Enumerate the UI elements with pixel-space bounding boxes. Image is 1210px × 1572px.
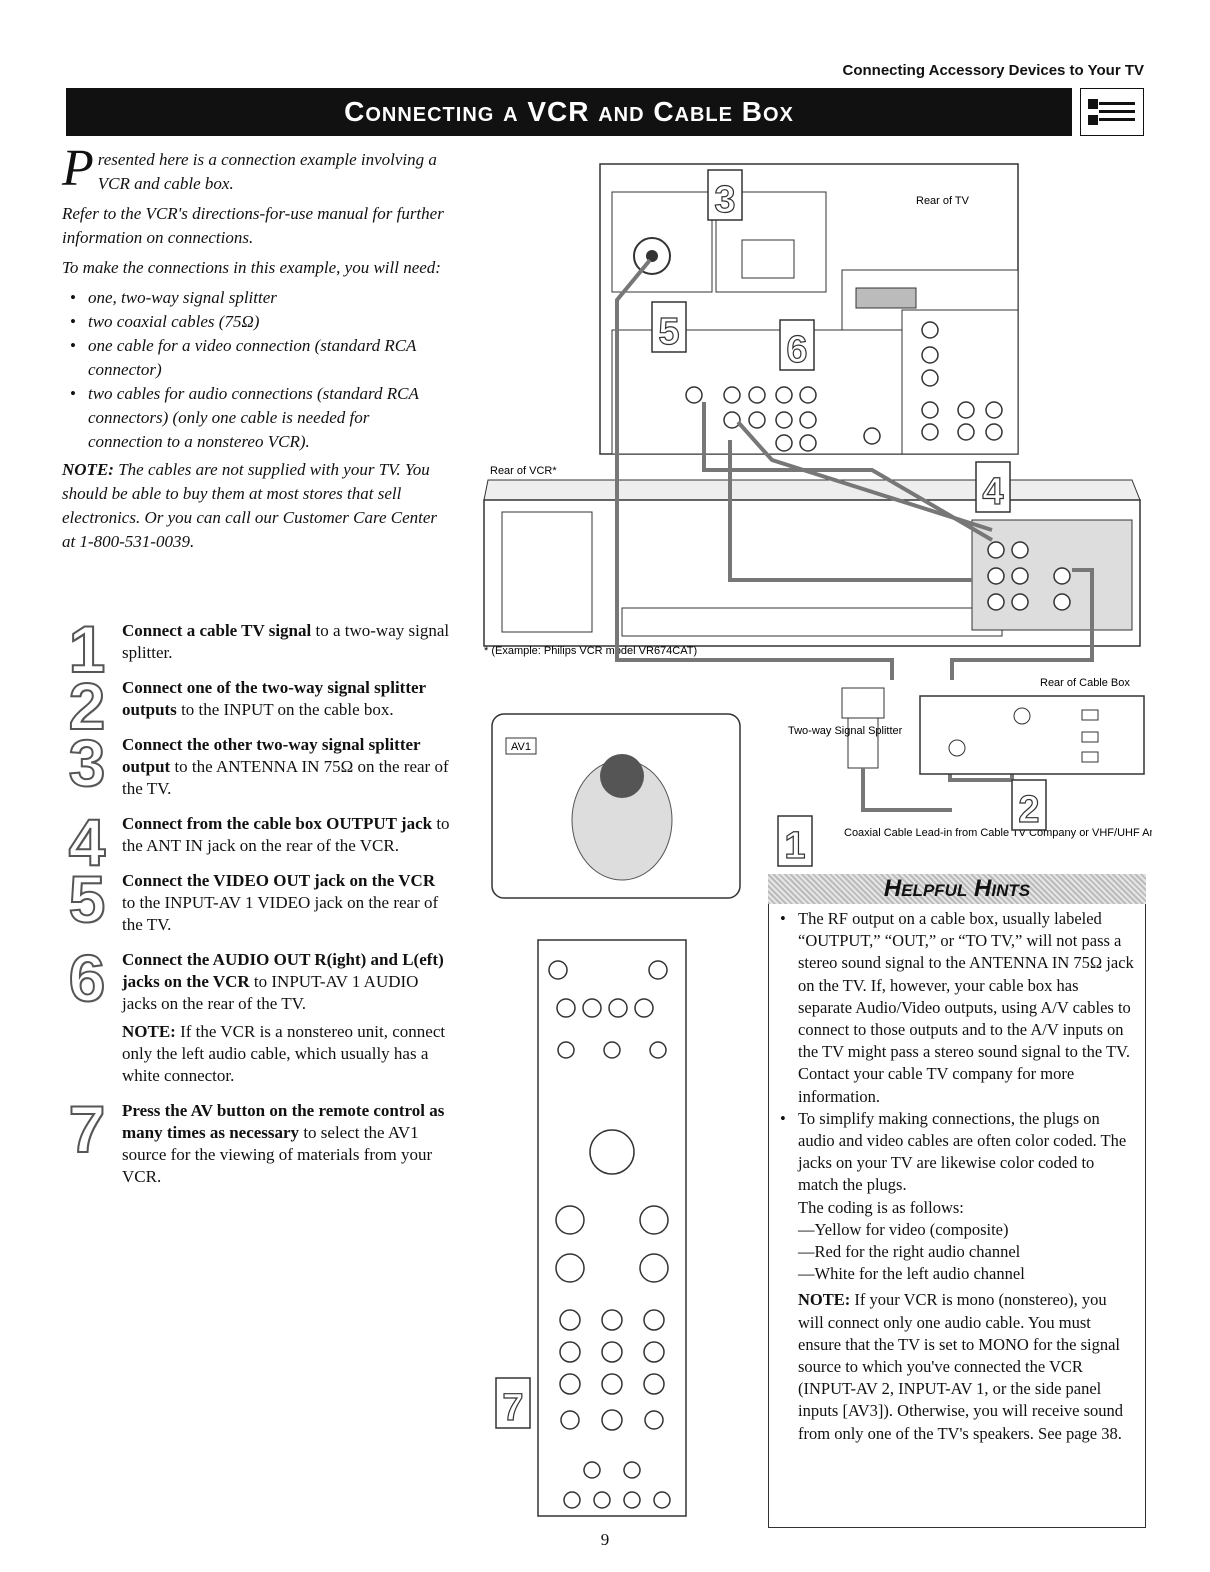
callout-number: 4 bbox=[982, 471, 1003, 513]
callout-number: 1 bbox=[784, 825, 805, 867]
signal-splitter bbox=[841, 687, 952, 812]
step-item: 3 Connect the other two-way signal split… bbox=[62, 729, 452, 800]
hint-bullet: To simplify making connections, the plug… bbox=[780, 1108, 1136, 1197]
callout-number: 5 bbox=[658, 311, 679, 353]
step-number: 1 bbox=[68, 612, 107, 686]
step-bold: Connect the AUDIO OUT R(ight) and L(eft)… bbox=[122, 950, 444, 991]
list-item: one cable for a video connection (standa… bbox=[70, 334, 447, 382]
needs-list: one, two-way signal splitter two coaxial… bbox=[62, 286, 447, 454]
hint-line: —Yellow for video (composite) bbox=[798, 1219, 1009, 1239]
note-label: NOTE: bbox=[798, 1290, 851, 1310]
step-number: 6 bbox=[68, 941, 107, 1015]
hint-line: The coding is as follows: bbox=[798, 1197, 964, 1217]
section-header: Connecting Accessory Devices to Your TV bbox=[842, 62, 1144, 79]
list-item: two coaxial cables (75Ω) bbox=[70, 310, 447, 334]
step-item: 6 Connect the AUDIO OUT R(ight) and L(ef… bbox=[62, 944, 452, 1087]
av1-label: AV1 bbox=[511, 741, 531, 753]
note-text: If your VCR is mono (nonstereo), you wil… bbox=[798, 1290, 1124, 1443]
vcr-body bbox=[483, 479, 1141, 647]
note-label: NOTE: bbox=[122, 1022, 176, 1041]
callout-number: 3 bbox=[714, 179, 735, 221]
connection-diagram: Rear of TV Rear of VCR* * (Example: Phil… bbox=[483, 163, 1152, 1517]
step-text: to INPUT-AV 1 AUDIO jacks on the rear of… bbox=[122, 972, 419, 1013]
note-label: NOTE: bbox=[62, 460, 114, 479]
rear-cable-box-label: Rear of Cable Box bbox=[1040, 677, 1130, 689]
step-note: NOTE: If the VCR is a nonstereo unit, co… bbox=[122, 1021, 452, 1087]
helpful-hints-body: The RF output on a cable box, usually la… bbox=[780, 908, 1136, 1445]
cable-box bbox=[919, 695, 1145, 775]
step-bold: Connect the VIDEO OUT jack on the VCR bbox=[122, 871, 436, 890]
step-text: to the INPUT on the cable box. bbox=[176, 700, 394, 719]
note-text: The cables are not supplied with your TV… bbox=[62, 460, 438, 551]
remote-control bbox=[537, 939, 687, 1517]
hint-note: NOTE: If your VCR is mono (nonstereo), y… bbox=[780, 1289, 1136, 1444]
callout-number: 6 bbox=[786, 329, 807, 371]
step-number: 2 bbox=[68, 669, 107, 743]
step-number: 7 bbox=[68, 1092, 107, 1166]
splitter-label: Two-way Signal Splitter bbox=[788, 725, 903, 737]
helpful-hints-title: Helpful Hints bbox=[768, 874, 1146, 904]
intro-paragraph-3: To make the connections in this example,… bbox=[62, 258, 441, 277]
note-text: If the VCR is a nonstereo unit, connect … bbox=[122, 1022, 446, 1085]
step-bold: Press the AV button on the remote contro… bbox=[122, 1101, 445, 1142]
step-item: 4 Connect from the cable box OUTPUT jack… bbox=[62, 808, 452, 876]
callout-number: 2 bbox=[1018, 789, 1039, 831]
hint-line: —Red for the right audio channel bbox=[798, 1242, 1021, 1262]
hint-bullet: The RF output on a cable box, usually la… bbox=[780, 908, 1136, 1108]
page-number: 9 bbox=[600, 1530, 610, 1549]
step-item: 1 Connect a cable TV signal to a two-way… bbox=[62, 615, 452, 683]
intro-paragraph-1: resented here is a connection example in… bbox=[97, 150, 437, 193]
intro-paragraph-2: Refer to the VCR's directions-for-use ma… bbox=[62, 204, 444, 247]
step-bold: Connect one of the two-way signal splitt… bbox=[122, 678, 426, 719]
step-text: to the INPUT-AV 1 VIDEO jack on the rear… bbox=[122, 893, 439, 934]
rear-vcr-label: Rear of VCR* bbox=[490, 465, 557, 477]
list-item: one, two-way signal splitter bbox=[70, 286, 447, 310]
step-item: 2 Connect one of the two-way signal spli… bbox=[62, 672, 452, 740]
step-text: to a two-way signal splitter. bbox=[122, 621, 450, 662]
coax-lead-label: Coaxial Cable Lead-in from Cable TV Comp… bbox=[844, 827, 1152, 839]
cables bbox=[615, 258, 1094, 782]
tv-screen bbox=[491, 713, 741, 899]
steps-list: 1 Connect a cable TV signal to a two-way… bbox=[62, 615, 452, 1201]
step-bold: Connect a cable TV signal bbox=[122, 621, 312, 640]
step-bold: Connect the other two-way signal splitte… bbox=[122, 735, 421, 776]
step-text: to select the AV1 source for the viewing… bbox=[122, 1123, 433, 1186]
rear-tv-label: Rear of TV bbox=[916, 195, 970, 207]
step-text: to the ANT IN jack on the rear of the VC… bbox=[122, 814, 450, 855]
connector-icon bbox=[1080, 88, 1144, 136]
step-item: 5 Connect the VIDEO OUT jack on the VCR … bbox=[62, 865, 452, 936]
intro-note: NOTE: The cables are not supplied with y… bbox=[62, 458, 447, 554]
tv-jacks bbox=[685, 321, 1003, 452]
step-bold: Connect from the cable box OUTPUT jack bbox=[122, 814, 433, 833]
list-item: two cables for audio connections (standa… bbox=[70, 382, 447, 454]
callouts bbox=[495, 169, 1047, 1429]
step-text: to the ANTENNA IN 75Ω on the rear of the… bbox=[122, 757, 449, 798]
step-number: 3 bbox=[68, 726, 107, 800]
step-number: 5 bbox=[68, 862, 107, 936]
vcr-example-note: * (Example: Philips VCR model VR674CAT) bbox=[484, 645, 697, 657]
callout-number: 7 bbox=[502, 1387, 523, 1429]
hint-line: —White for the left audio channel bbox=[798, 1264, 1025, 1284]
drop-cap: P bbox=[62, 140, 94, 197]
step-item: 7 Press the AV button on the remote cont… bbox=[62, 1095, 452, 1188]
page-title: Connecting a VCR and Cable Box bbox=[66, 88, 1072, 136]
step-number: 4 bbox=[68, 805, 107, 879]
vcr-jacks bbox=[987, 541, 1071, 611]
